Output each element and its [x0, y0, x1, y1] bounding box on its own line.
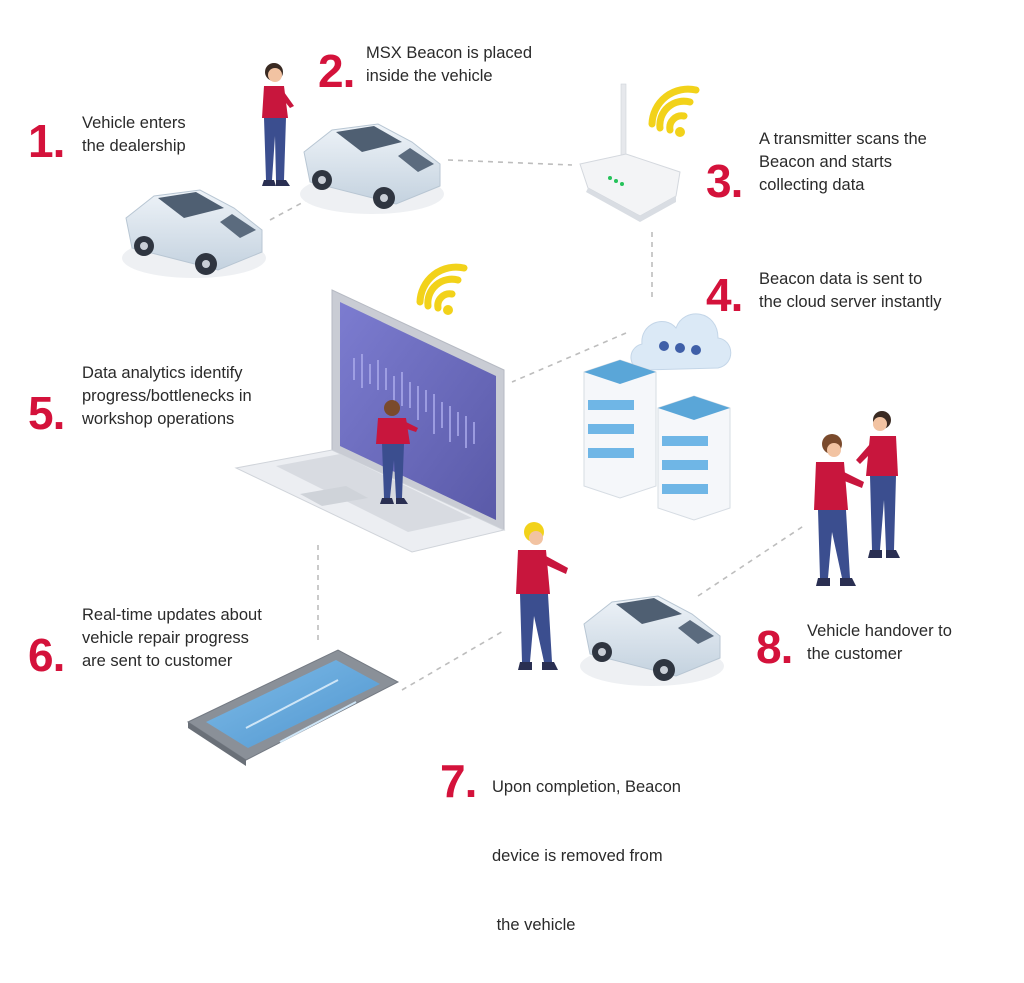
person-icon-4 [814, 434, 864, 586]
beacon-process-diagram: 1. Vehicle enters the dealership 2. MSX … [28, 44, 952, 934]
step-8-number: 8. [756, 621, 793, 673]
step-3-text: A transmitter scans the Beacon and start… [759, 130, 927, 194]
step-4-text: Beacon data is sent to the cloud server … [759, 270, 942, 311]
step-2-text: MSX Beacon is placed inside the vehicle [366, 44, 533, 85]
person-icon-2 [376, 400, 418, 504]
connector-4-5 [511, 332, 627, 383]
step-8-text: Vehicle handover to the customer [807, 622, 952, 663]
car-icon-1 [122, 189, 266, 278]
step-7-number: 7. [440, 755, 477, 807]
server-icon-1 [583, 359, 657, 499]
step-3-number: 3. [706, 155, 743, 207]
server-icon-2 [657, 395, 731, 521]
step-1-number: 1. [28, 115, 65, 167]
step-6-text: Real-time updates about vehicle repair p… [82, 606, 262, 670]
cloud-icon [630, 313, 732, 371]
car-icon-2 [300, 123, 444, 214]
step-4-number: 4. [706, 269, 743, 321]
wifi-icon-2 [416, 263, 468, 315]
step-5-number: 5. [28, 387, 65, 439]
wifi-icon-1 [648, 85, 700, 137]
router-icon [579, 83, 681, 222]
step-1-text: Vehicle enters the dealership [82, 114, 186, 155]
tablet-icon [186, 649, 400, 766]
car-icon-3 [580, 595, 724, 686]
step-2-number: 2. [318, 45, 355, 97]
person-icon-3 [516, 522, 568, 670]
illustration-layer [122, 63, 900, 766]
step-7-text: Upon completion, Beacon device is remove… [492, 778, 681, 934]
person-icon-1 [262, 63, 294, 186]
step-6-number: 6. [28, 629, 65, 681]
connector-6-7 [401, 629, 506, 691]
step-5-text: Data analytics identify progress/bottlen… [82, 364, 252, 428]
laptop-icon [234, 289, 506, 553]
connector-2-3 [447, 159, 573, 166]
person-icon-5 [856, 411, 900, 558]
connector-7-8 [697, 524, 806, 597]
connector-lines [269, 159, 806, 691]
